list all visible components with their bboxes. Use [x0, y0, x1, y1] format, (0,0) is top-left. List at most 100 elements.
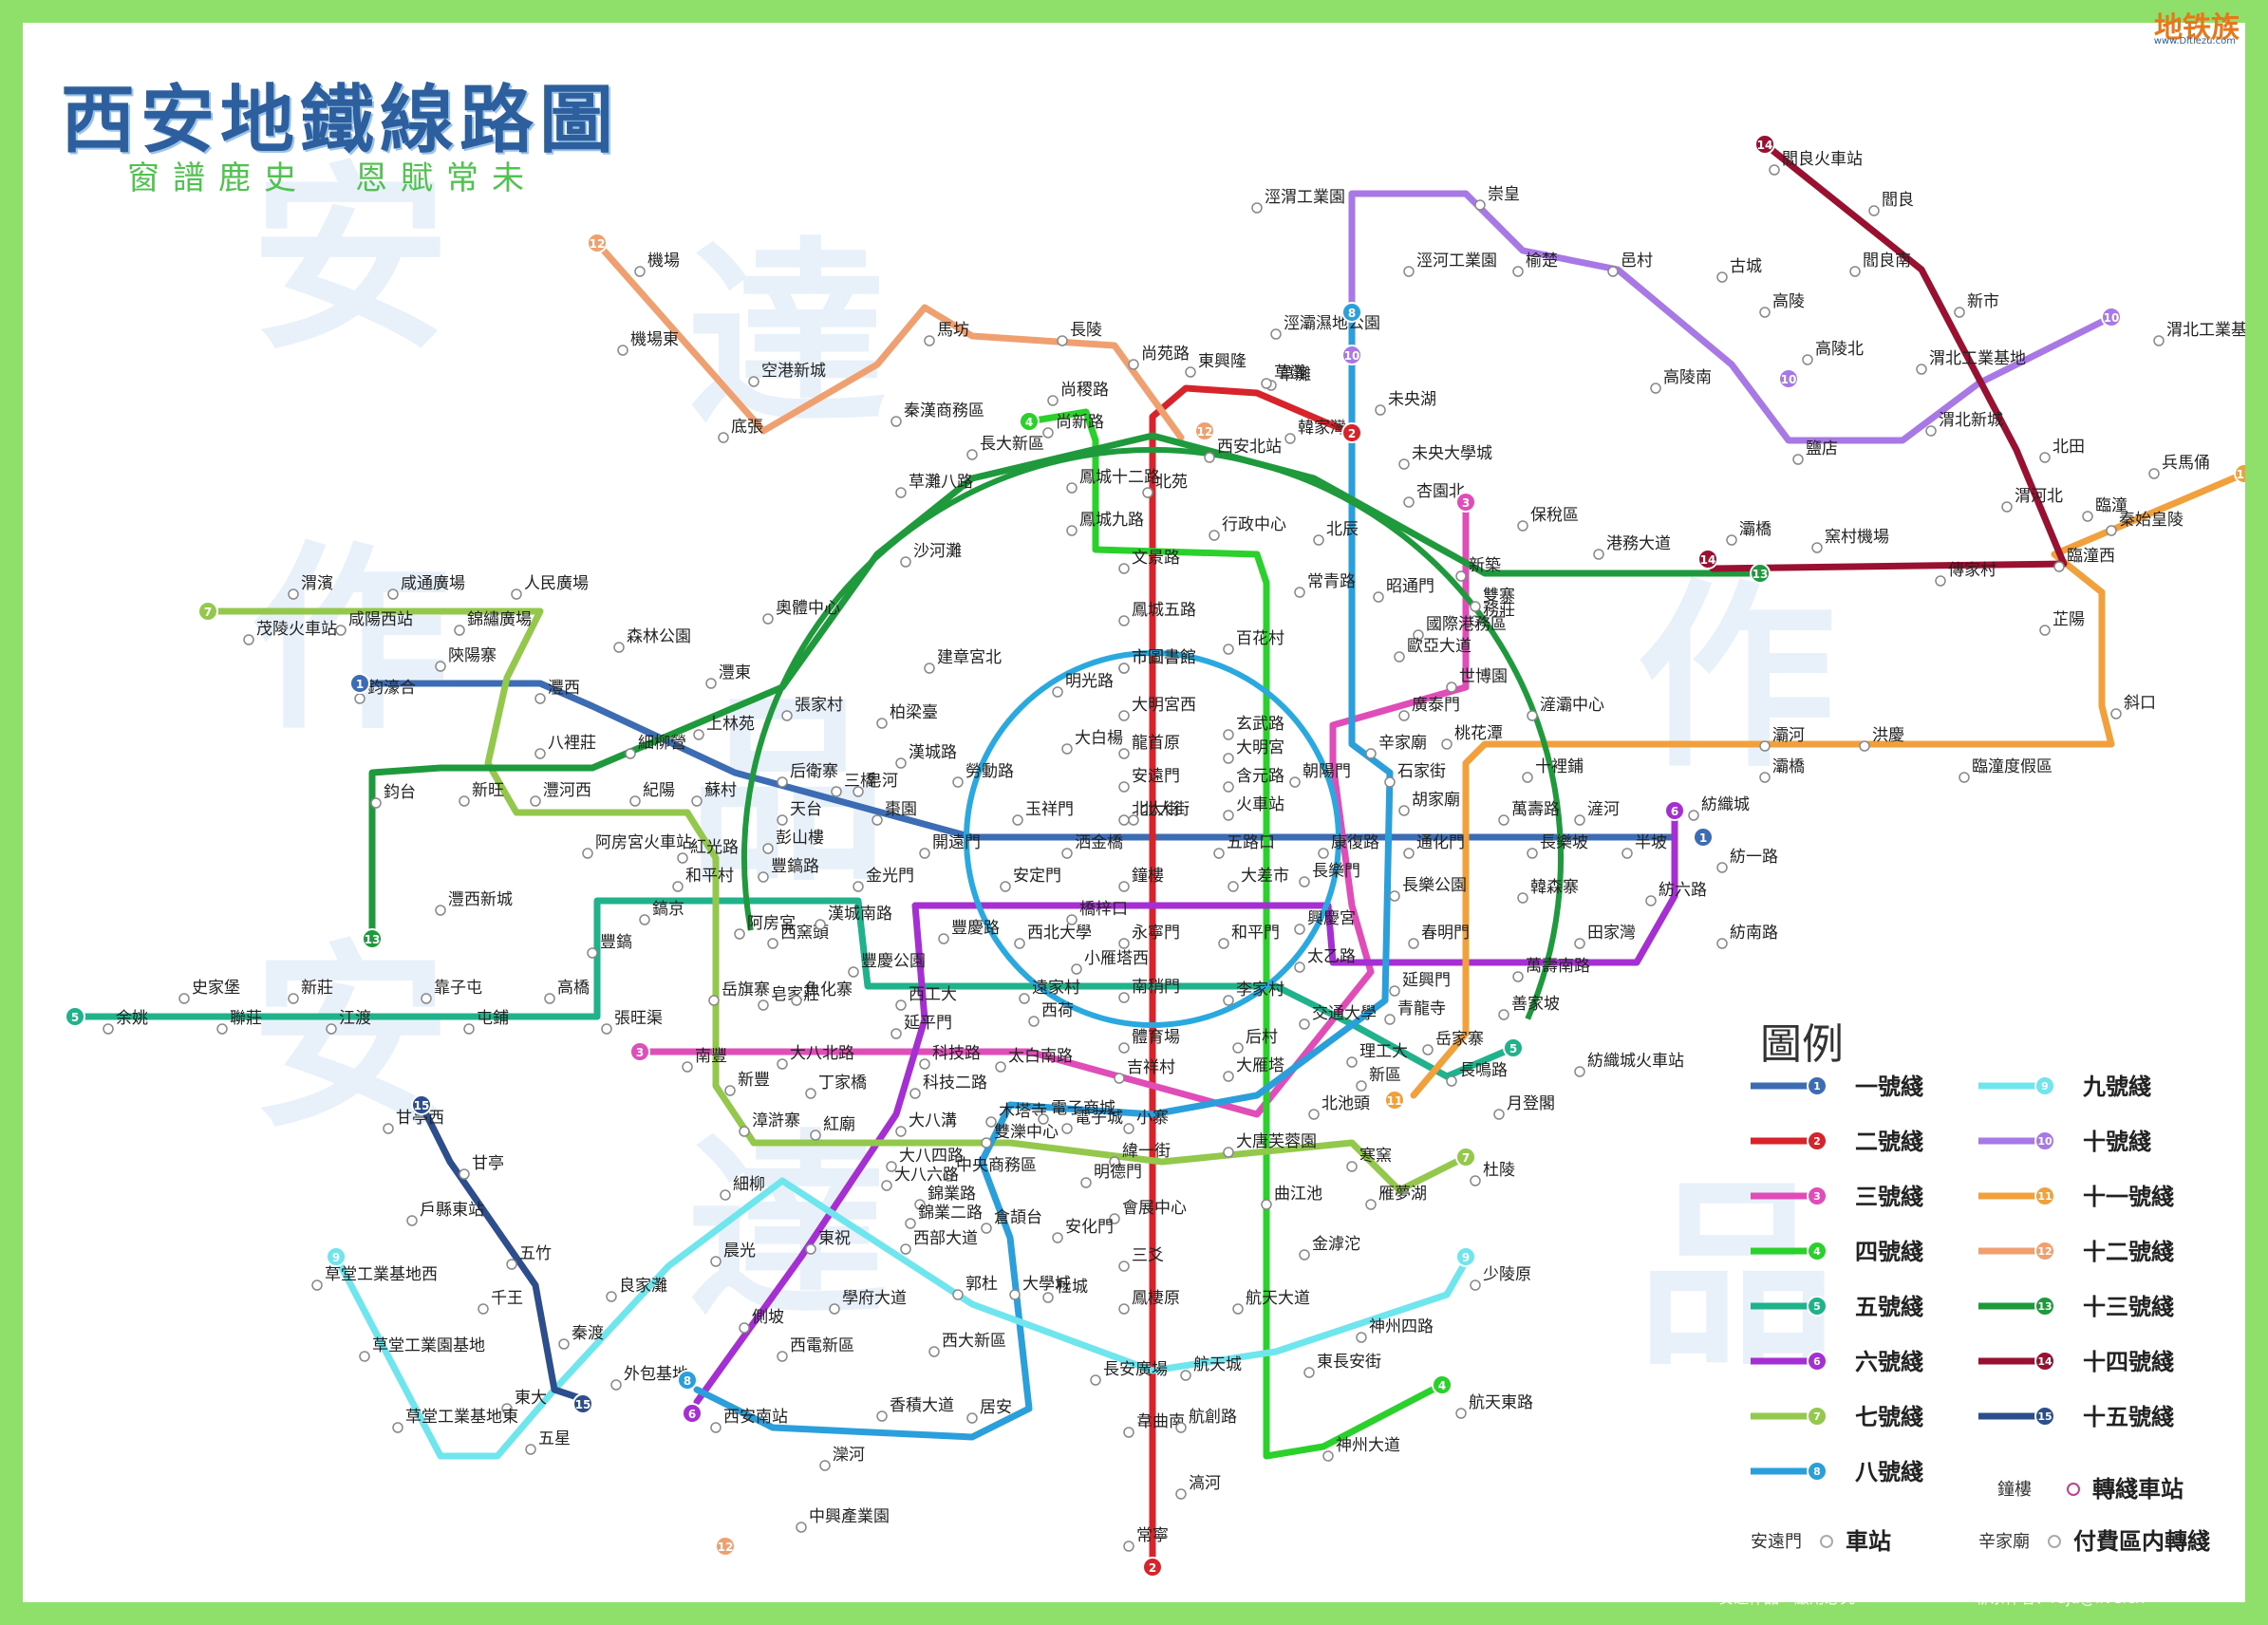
station-label[interactable]: 辛家廟 [1378, 734, 1427, 753]
station-label[interactable]: 大八六路 [894, 1166, 959, 1185]
station-dot[interactable] [748, 376, 759, 387]
station-dot[interactable] [928, 1346, 940, 1357]
station-dot[interactable] [966, 449, 978, 460]
station-label[interactable]: 尚苑路 [1141, 345, 1190, 364]
station-dot[interactable] [1303, 1367, 1315, 1378]
station-dot[interactable] [421, 993, 432, 1004]
station-dot[interactable] [1123, 1123, 1134, 1134]
station-label[interactable]: 南豐 [695, 1047, 727, 1066]
station-dot[interactable] [682, 1061, 693, 1073]
station-dot[interactable] [1769, 164, 1780, 176]
station-label[interactable]: 通化門 [1416, 833, 1465, 852]
station-dot[interactable] [1118, 1261, 1130, 1272]
station-label[interactable]: 魚化寨 [804, 981, 853, 999]
station-dot[interactable] [587, 947, 598, 959]
station-dot[interactable] [1118, 814, 1130, 826]
station-label[interactable]: 豐鎬路 [771, 857, 819, 876]
station-label[interactable]: 灃西新城 [448, 890, 513, 909]
station-label[interactable]: 科技二路 [923, 1074, 987, 1093]
station-dot[interactable] [534, 693, 546, 704]
station-dot[interactable] [981, 1223, 992, 1234]
station-label[interactable]: 灃河西 [543, 781, 591, 800]
station-label[interactable]: 新區 [1369, 1066, 1401, 1085]
station-dot[interactable] [914, 1199, 926, 1210]
station-dot[interactable] [1517, 520, 1528, 532]
station-dot[interactable] [1042, 427, 1054, 439]
station-label[interactable]: 中興產業園 [809, 1507, 890, 1526]
station-label[interactable]: 后村 [1246, 1028, 1278, 1047]
station-dot[interactable] [1446, 682, 1457, 693]
station-dot[interactable] [1028, 1016, 1040, 1027]
station-label[interactable]: 金滹沱 [1312, 1235, 1360, 1254]
station-dot[interactable] [1574, 938, 1585, 949]
station-dot[interactable] [1228, 881, 1239, 892]
station-label[interactable]: 未央大學城 [1412, 444, 1492, 463]
station-dot[interactable] [1716, 271, 1728, 283]
station-label[interactable]: 少陵原 [1483, 1265, 1531, 1284]
station-label[interactable]: 大八四路 [899, 1147, 964, 1166]
station-dot[interactable] [1261, 378, 1272, 389]
station-dot[interactable] [617, 345, 628, 356]
station-dot[interactable] [1650, 383, 1661, 394]
station-dot[interactable] [1935, 575, 1946, 587]
station-label[interactable]: 鳳城五路 [1132, 601, 1196, 620]
station-label[interactable]: 香積大道 [890, 1396, 954, 1415]
station-label[interactable]: 灤河 [833, 1446, 865, 1465]
station-label[interactable]: 雙濼中心 [994, 1123, 1059, 1142]
station-label[interactable]: 渭北工業基地東 [2166, 321, 2245, 340]
station-dot[interactable] [995, 1061, 1006, 1073]
station-label[interactable]: 天台 [790, 800, 822, 819]
station-label[interactable]: 沙河灘 [913, 542, 962, 561]
station-dot[interactable] [2053, 561, 2065, 572]
station-label[interactable]: 灞橋 [1772, 757, 1805, 776]
station-label[interactable]: 阿房宮 [747, 914, 796, 933]
station-dot[interactable] [853, 881, 864, 892]
station-dot[interactable] [387, 588, 399, 600]
station-dot[interactable] [718, 432, 729, 443]
station-label[interactable]: 灃西 [548, 679, 580, 698]
station-dot[interactable] [938, 933, 949, 944]
station-dot[interactable] [1213, 848, 1225, 859]
station-label[interactable]: 杏園北 [1416, 482, 1465, 501]
station-label[interactable]: 鈞台 [384, 783, 416, 802]
station-dot[interactable] [905, 1218, 916, 1229]
station-dot[interactable] [981, 1137, 992, 1149]
station-dot[interactable] [777, 1351, 788, 1362]
station-dot[interactable] [1716, 938, 1728, 949]
station-dot[interactable] [1057, 335, 1068, 346]
station-label[interactable]: 東長安街 [1317, 1353, 1381, 1372]
station-label[interactable]: 錦繡廣場 [467, 610, 532, 629]
station-dot[interactable] [1517, 892, 1528, 904]
station-label[interactable]: 洒金橋 [1075, 833, 1123, 852]
station-dot[interactable] [1859, 740, 1870, 752]
station-label[interactable]: 草堂工業園基地 [372, 1336, 485, 1355]
station-label[interactable]: 西電新區 [790, 1336, 854, 1355]
station-label[interactable]: 龍首原 [1132, 734, 1180, 753]
station-dot[interactable] [1209, 530, 1220, 541]
station-dot[interactable] [1398, 710, 1410, 721]
station-label[interactable]: 渭北新城 [1939, 411, 2003, 430]
station-label[interactable]: 寒窯 [1359, 1147, 1392, 1166]
station-dot[interactable] [895, 999, 907, 1011]
station-dot[interactable] [354, 693, 366, 704]
station-label[interactable]: 草堂工業基地西 [325, 1265, 438, 1284]
station-label[interactable]: 春明門 [1421, 924, 1470, 943]
station-dot[interactable] [1294, 587, 1305, 598]
station-label[interactable]: 杜城 [1056, 1278, 1088, 1297]
station-dot[interactable] [1413, 629, 1424, 641]
station-dot[interactable] [1446, 1075, 1457, 1087]
station-dot[interactable] [1346, 1161, 1358, 1172]
station-label[interactable]: 和平村 [685, 867, 734, 886]
station-dot[interactable] [1061, 848, 1073, 859]
station-label[interactable]: 漢城路 [909, 743, 957, 762]
station-label[interactable]: 北大街 [1141, 800, 1190, 819]
station-dot[interactable] [1365, 748, 1377, 759]
station-dot[interactable] [758, 871, 769, 883]
station-dot[interactable] [895, 487, 907, 498]
station-label[interactable]: 大差市 [1241, 867, 1289, 886]
station-dot[interactable] [895, 757, 907, 769]
station-dot[interactable] [335, 625, 347, 636]
station-dot[interactable] [777, 814, 788, 826]
station-label[interactable]: 千王 [491, 1289, 523, 1308]
line-13-ring[interactable] [680, 385, 1625, 1331]
